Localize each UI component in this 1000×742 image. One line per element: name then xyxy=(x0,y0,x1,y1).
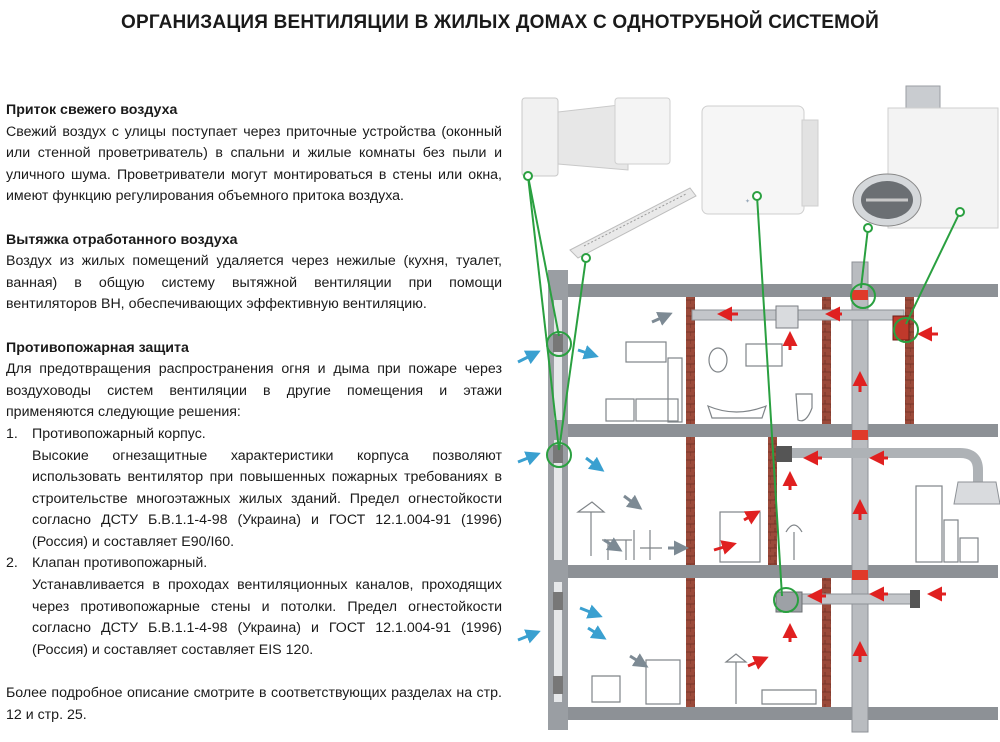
section-heading-fire: Противопожарная защита xyxy=(6,339,189,356)
page-title: ОРГАНИЗАЦИЯ ВЕНТИЛЯЦИИ В ЖИЛЫХ ДОМАХ С О… xyxy=(120,12,880,33)
list-number: 1. xyxy=(6,425,18,442)
section-body-exhaust: Воздух из жилых помещений удаляется чере… xyxy=(6,253,502,313)
callout-dots xyxy=(523,171,965,263)
footer-note: Более подробное описание смотрите в соот… xyxy=(6,685,502,723)
supply-airflow-arrows xyxy=(517,345,607,644)
list-item: 2. Клапан противопожарный. xyxy=(6,553,502,575)
list-title: Клапан противопожарный. xyxy=(32,555,208,572)
building-section xyxy=(548,261,1000,733)
wall-ventilator-product xyxy=(521,97,697,259)
section-heading-supply: Приток свежего воздуха xyxy=(6,102,178,118)
section-heading-exhaust: Вытяжка отработанного воздуха xyxy=(6,231,238,248)
section-body-supply: Свежий воздух с улицы поступает через пр… xyxy=(6,123,502,205)
description-text: Приток свежего воздуха Свежий воздух с у… xyxy=(6,100,502,726)
list-number: 2. xyxy=(6,555,18,572)
ventilation-illustration: ✦ xyxy=(517,85,1000,733)
svg-text:✦: ✦ xyxy=(745,198,750,205)
list-body: Высокие огнезащитные характеристики корп… xyxy=(32,447,502,550)
furniture xyxy=(576,341,979,705)
bathroom-fan-product: ✦ xyxy=(701,105,819,215)
list-title: Противопожарный корпус. xyxy=(32,425,206,442)
list-body: Устанавливается в проходах вентиляционны… xyxy=(32,577,502,658)
callout-lines xyxy=(527,175,961,613)
exhaust-airflow-arrows xyxy=(713,306,946,670)
fire-damper-product xyxy=(852,85,999,229)
section-body-fire: Для предотвращения распространения огня … xyxy=(6,361,502,421)
list-item: 1. Противопожарный корпус. xyxy=(6,424,502,446)
transfer-airflow-arrows xyxy=(603,312,689,668)
